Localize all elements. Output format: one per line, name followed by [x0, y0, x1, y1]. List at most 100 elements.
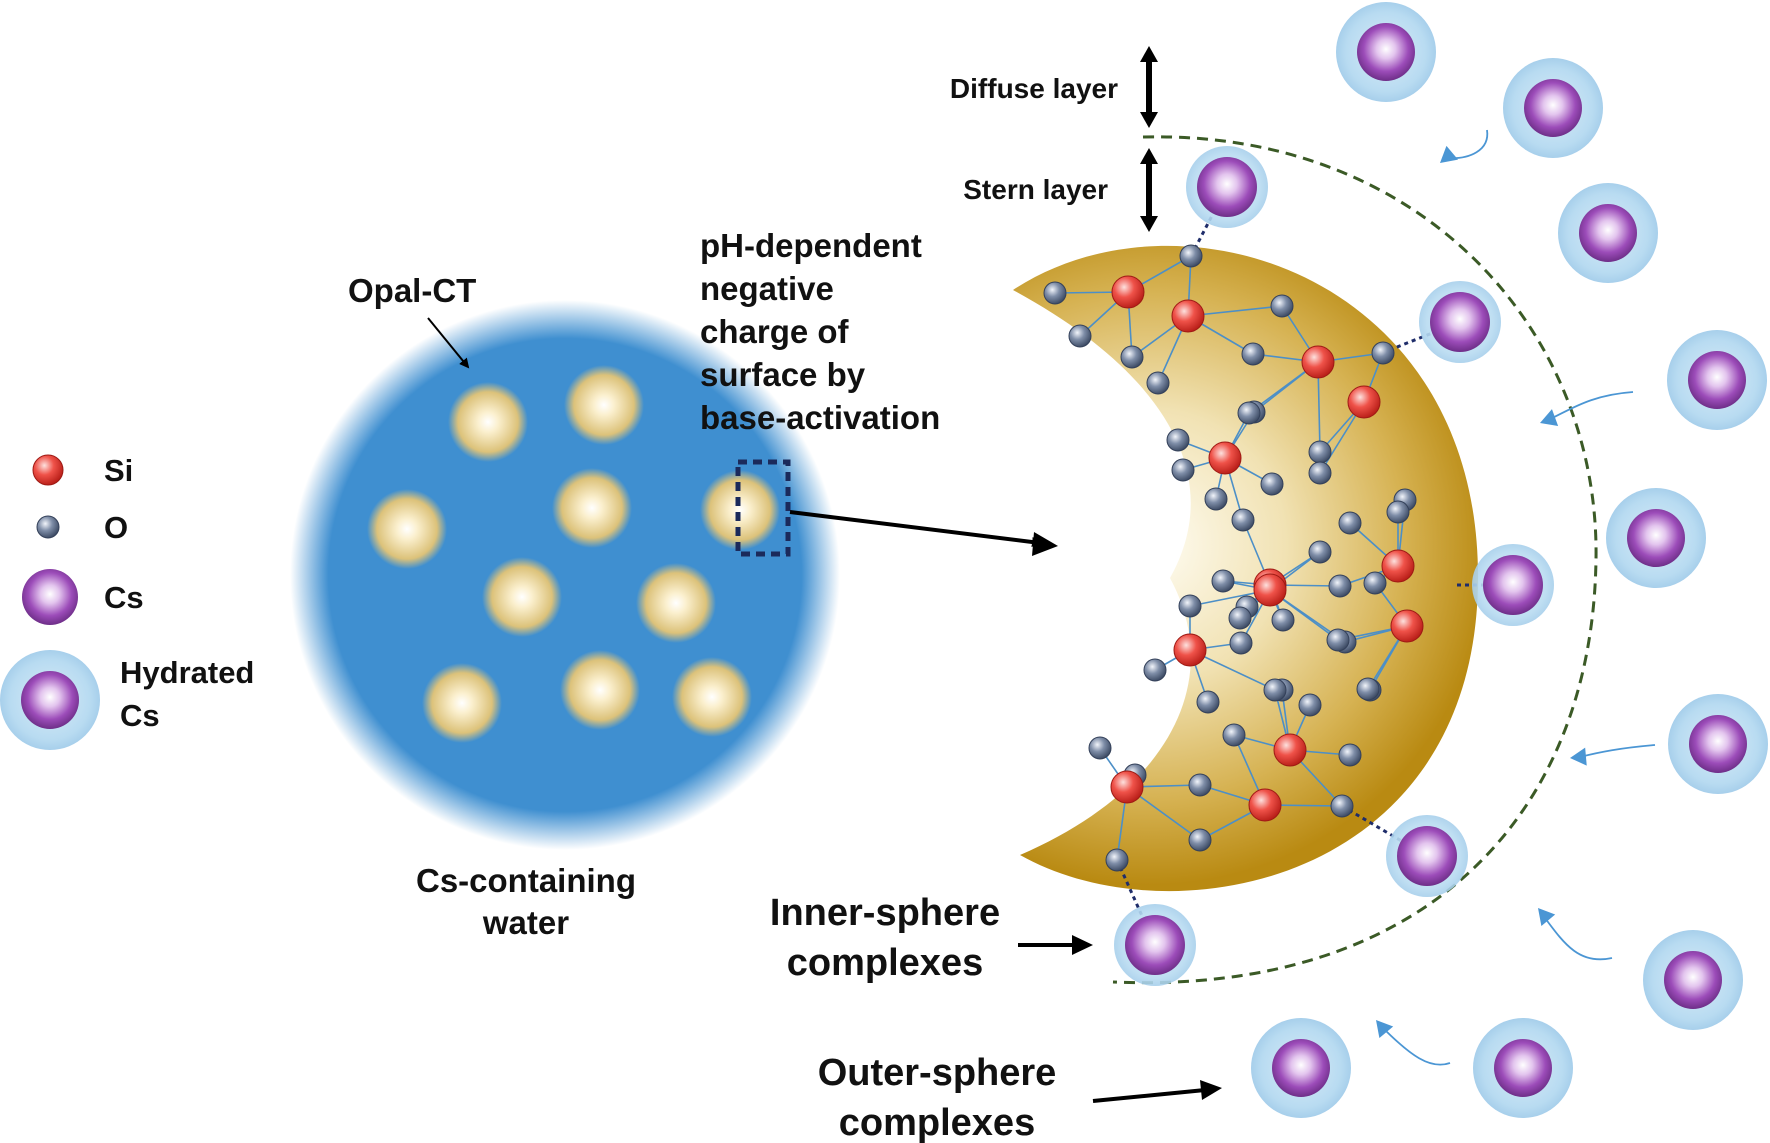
water-particle: Opal-CT Cs-containing water: [290, 272, 840, 941]
si-atom: [1381, 549, 1415, 583]
surface-charge-note: pH-dependent negative charge of surface …: [700, 227, 940, 436]
hydrated-cs: [1558, 183, 1658, 283]
opal-ct-grain: [482, 557, 562, 637]
surface-note-line: charge of: [700, 313, 850, 350]
down-arrowhead: [1140, 216, 1158, 232]
outer-sphere-label-1: Outer-sphere: [818, 1052, 1057, 1094]
inner-sphere-cs: [1114, 904, 1196, 986]
stern-layer-marker: Stern layer: [963, 148, 1158, 232]
o-atom: [1171, 458, 1195, 482]
migration-arrow: [1540, 391, 1634, 426]
opal-ct-grain: [636, 563, 716, 643]
legend-cs-label: Cs: [104, 580, 144, 615]
o-atom: [1188, 828, 1212, 852]
si-atom: [1171, 299, 1205, 333]
inner-sphere-label-2: complexes: [787, 942, 983, 984]
inner-sphere-link: [1381, 320, 1461, 355]
hydrated-cs: [1473, 1018, 1573, 1118]
opal-ct-label: Opal-CT: [348, 272, 476, 309]
legend-si-label: Si: [104, 453, 133, 488]
o-atom: [1178, 594, 1202, 618]
stern-boundary: [1112, 135, 1598, 985]
o-atom: [1188, 773, 1212, 797]
si-atom: [1208, 441, 1242, 475]
legend-hydrated-cs-icon: [0, 650, 100, 750]
opal-ct-grain: [422, 663, 502, 743]
inner-sphere-arrowhead: [1072, 935, 1093, 955]
o-atom: [1271, 608, 1295, 632]
o-atom: [1143, 658, 1167, 682]
si-atom: [1253, 573, 1287, 607]
surface-note-line: negative: [700, 270, 834, 307]
surface-note-line: surface by: [700, 356, 866, 393]
o-atom: [1179, 244, 1203, 268]
surface-note-line: pH-dependent: [700, 227, 922, 264]
o-atom: [1196, 690, 1220, 714]
hydrated-cs: [1336, 2, 1436, 102]
opal-ct-grain: [367, 489, 447, 569]
legend-o-icon: [36, 515, 60, 539]
legend-o-label: O: [104, 510, 128, 545]
opal-ct-grains: [367, 365, 780, 743]
o-atom: [1386, 500, 1410, 524]
o-atom: [1231, 508, 1255, 532]
si-atom: [1248, 788, 1282, 822]
o-atom: [1120, 345, 1144, 369]
hydrated-cs: [1643, 930, 1743, 1030]
inner-sphere-cs: [1186, 146, 1268, 228]
legend-hydrated-label-2: Cs: [120, 698, 160, 733]
o-atom: [1330, 794, 1354, 818]
outer-sphere-arrowhead: [1200, 1080, 1222, 1100]
o-atom: [1166, 428, 1190, 452]
o-atom: [1328, 574, 1352, 598]
o-atom: [1263, 678, 1287, 702]
o-atom: [1356, 677, 1380, 701]
migration-arrow: [1538, 908, 1613, 961]
outer-sphere-label-2: complexes: [839, 1102, 1035, 1143]
diffuse-layer-marker: Diffuse layer: [950, 46, 1158, 128]
opal-ct-grain: [552, 468, 632, 548]
legend-si-icon: [32, 454, 64, 486]
si-atom: [1301, 345, 1335, 379]
o-atom: [1105, 848, 1129, 872]
cs-ions: [1114, 2, 1768, 1118]
migration-arrow: [1440, 129, 1489, 163]
inner-sphere-cs: [1472, 544, 1554, 626]
o-atom: [1043, 281, 1067, 305]
migration-arrow: [1376, 1020, 1451, 1066]
o-atom: [1298, 693, 1322, 717]
legend-hydrated-label-1: Hydrated: [120, 655, 254, 690]
o-atom: [1146, 371, 1170, 395]
opal-ct-pointer: [427, 317, 470, 369]
si-atom: [1390, 609, 1424, 643]
o-atom: [1204, 487, 1228, 511]
o-atom: [1338, 511, 1362, 535]
o-atom: [1237, 401, 1261, 425]
si-atom: [1173, 633, 1207, 667]
opal-ct-grain: [560, 650, 640, 730]
stern-layer-label: Stern layer: [963, 174, 1108, 205]
up-arrowhead: [1140, 46, 1158, 62]
zoom-arrow: [789, 510, 1042, 547]
o-atom: [1229, 631, 1253, 655]
hydrated-cs: [1606, 488, 1706, 588]
si-atom: [1111, 275, 1145, 309]
si-atom: [1110, 770, 1144, 804]
si-atom: [1347, 385, 1381, 419]
down-arrowhead: [1140, 112, 1158, 128]
o-atom: [1211, 569, 1235, 593]
migration-arrows: [1376, 129, 1656, 1066]
water-label-2: water: [482, 904, 569, 941]
o-atom: [1270, 294, 1294, 318]
diffuse-layer-label: Diffuse layer: [950, 73, 1118, 104]
o-atom: [1308, 461, 1332, 485]
inner-sphere-cs: [1386, 815, 1468, 897]
complex-labels: Inner-sphere complexes Outer-sphere comp…: [770, 892, 1222, 1143]
o-atom: [1241, 342, 1265, 366]
o-atom: [1228, 606, 1252, 630]
hydrated-cs: [1667, 330, 1767, 430]
water-label-1: Cs-containing: [416, 862, 636, 899]
hydrated-cs: [1503, 58, 1603, 158]
o-atom: [1326, 628, 1350, 652]
